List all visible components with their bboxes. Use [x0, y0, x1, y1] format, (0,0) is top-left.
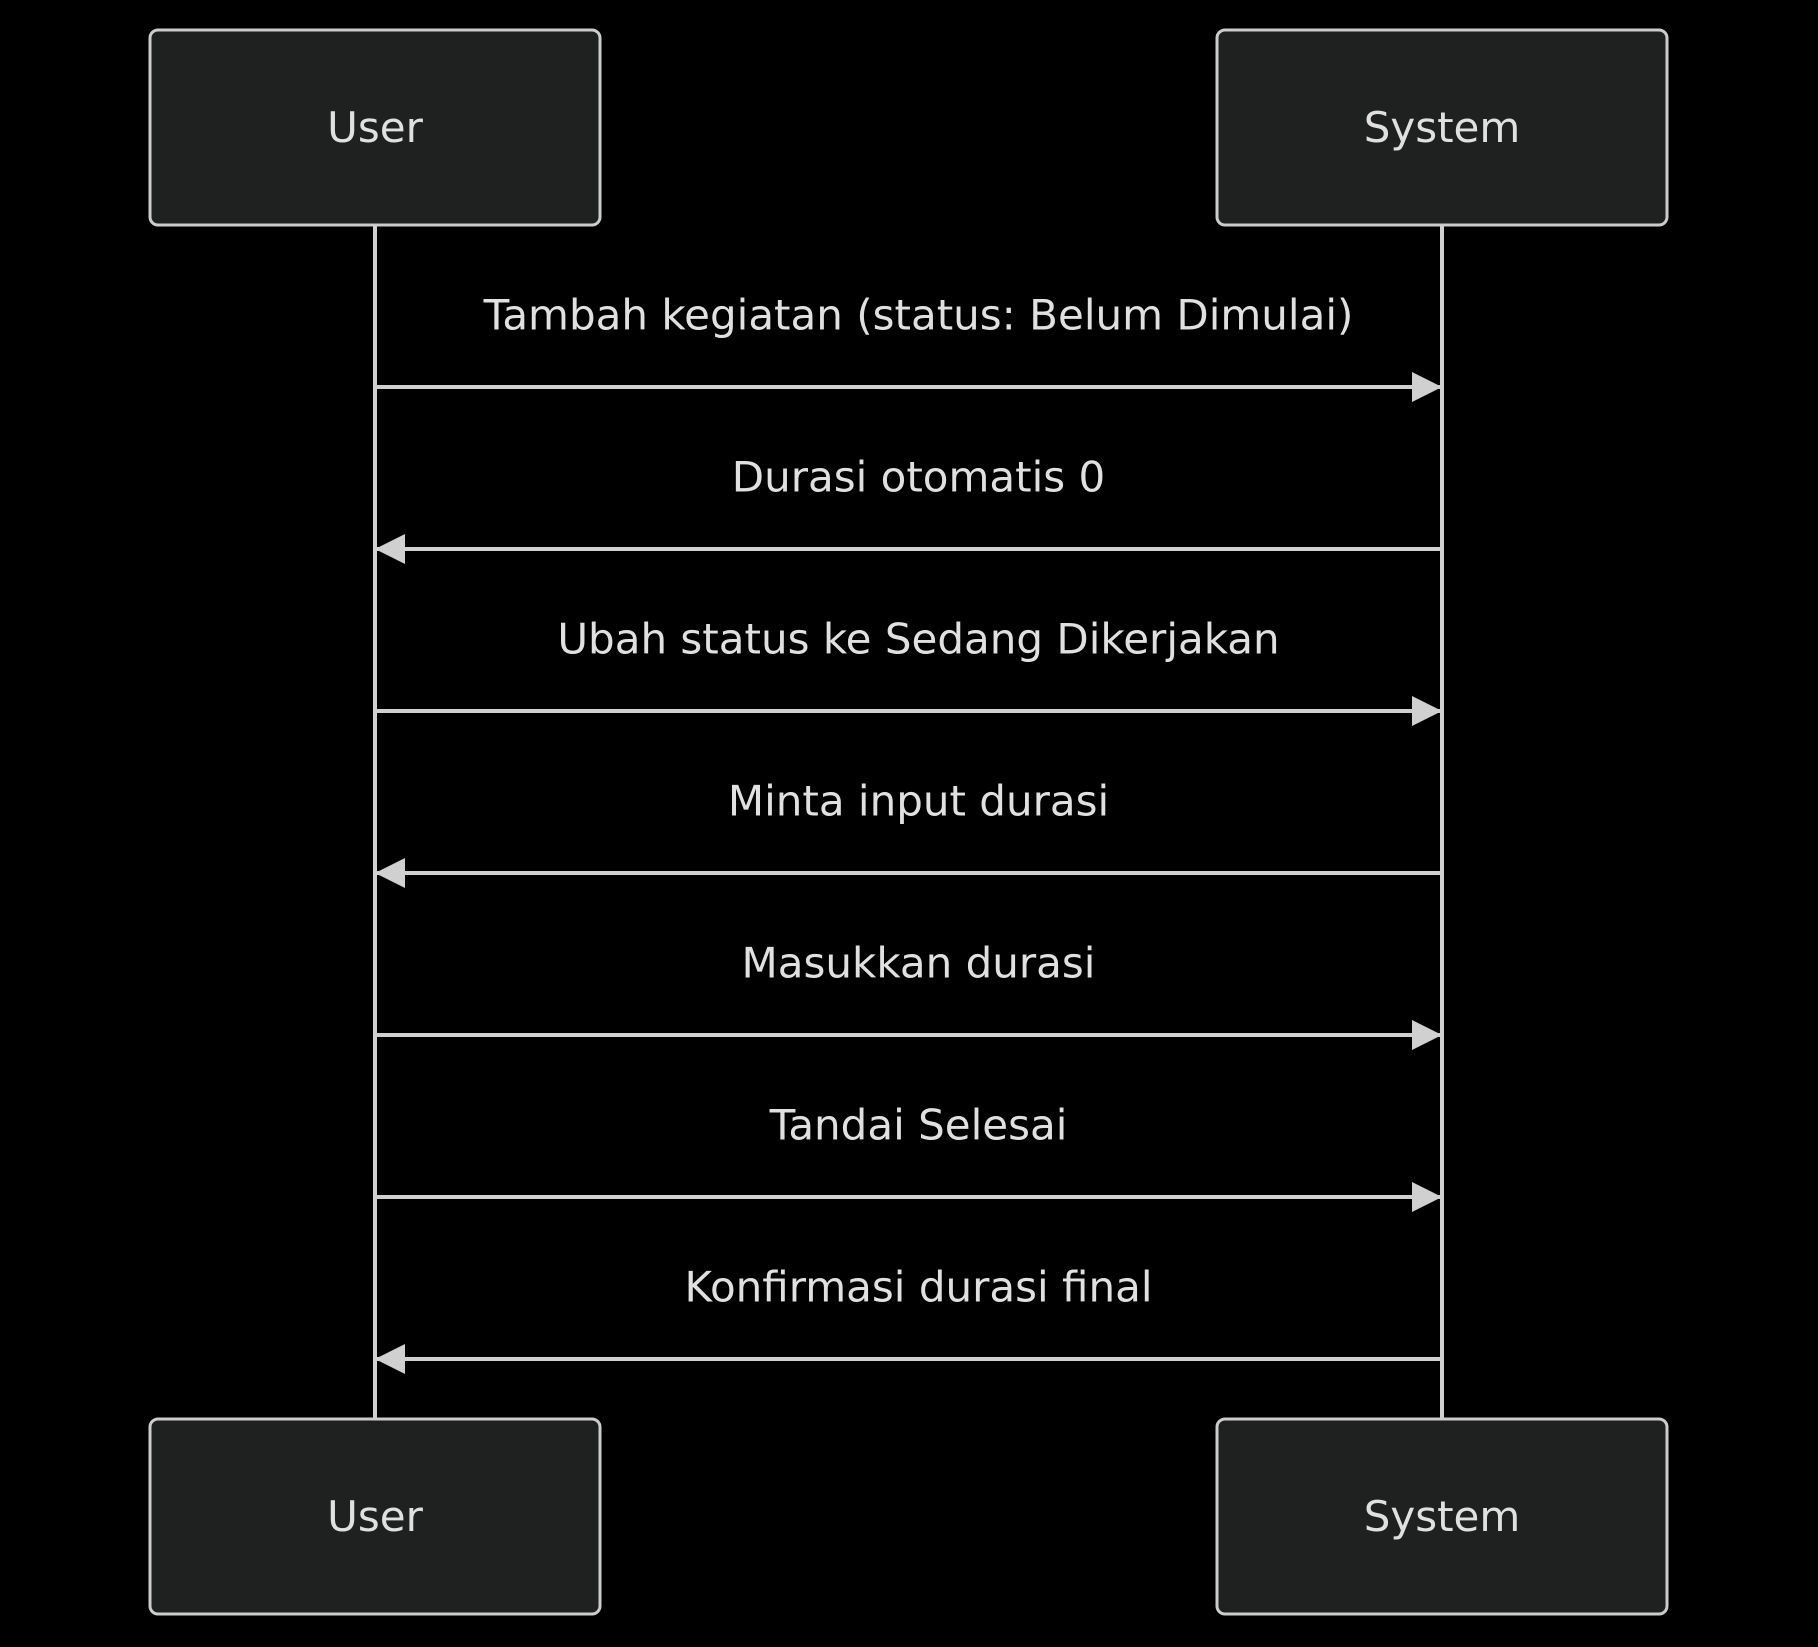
message-label: Tandai Selesai — [769, 1101, 1068, 1150]
actor-label: System — [1364, 103, 1521, 152]
message-label: Ubah status ke Sedang Dikerjakan — [557, 615, 1279, 664]
actor-label: User — [327, 103, 423, 152]
message-label: Konfirmasi durasi final — [685, 1263, 1153, 1312]
message-5: Masukkan durasi — [375, 939, 1442, 1050]
actor-user-bottom: User — [148, 1417, 602, 1616]
actor-box — [148, 28, 602, 227]
lifelines — [373, 225, 1444, 1419]
message-6: Tandai Selesai — [375, 1101, 1442, 1212]
actor-user-top: User — [148, 28, 602, 227]
message-1: Tambah kegiatan (status: Belum Dimulai) — [375, 291, 1442, 402]
actor-system-top: System — [1215, 28, 1669, 227]
actors-bottom: User System — [148, 1417, 1669, 1616]
messages: Tambah kegiatan (status: Belum Dimulai) D… — [375, 291, 1442, 1374]
message-4: Minta input durasi — [375, 777, 1442, 888]
message-label: Durasi otomatis 0 — [732, 453, 1105, 502]
message-2: Durasi otomatis 0 — [375, 453, 1442, 564]
actor-box — [1215, 1417, 1669, 1616]
actor-box — [148, 1417, 602, 1616]
actor-box — [1215, 28, 1669, 227]
actor-label: System — [1364, 1492, 1521, 1541]
message-label: Minta input durasi — [728, 777, 1109, 826]
actor-label: User — [327, 1492, 423, 1541]
message-label: Tambah kegiatan (status: Belum Dimulai) — [483, 291, 1354, 340]
actor-system-bottom: System — [1215, 1417, 1669, 1616]
message-3: Ubah status ke Sedang Dikerjakan — [375, 615, 1442, 726]
message-7: Konfirmasi durasi final — [375, 1263, 1442, 1374]
actors-top: User System — [148, 28, 1669, 227]
message-label: Masukkan durasi — [742, 939, 1096, 988]
